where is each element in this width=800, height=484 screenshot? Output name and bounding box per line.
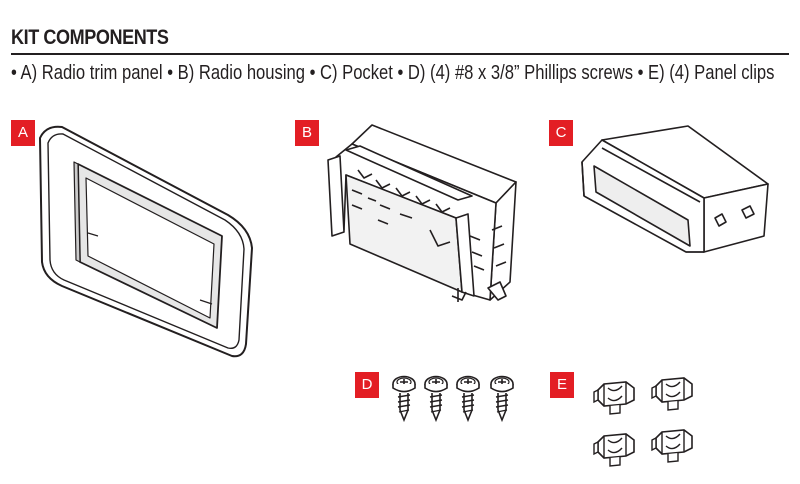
pocket-icon xyxy=(581,125,769,253)
screw-icon xyxy=(392,375,514,421)
page-title: KIT COMPONENTS xyxy=(11,26,169,49)
panel-clip-icon xyxy=(593,377,693,467)
radio-trim-panel-icon xyxy=(39,125,253,358)
radio-housing-icon xyxy=(327,124,517,302)
label-b-badge: B xyxy=(295,120,319,146)
label-a-badge: A xyxy=(11,120,35,146)
label-d-badge: D xyxy=(355,372,379,398)
label-c-badge: C xyxy=(549,120,573,146)
label-e-badge: E xyxy=(550,372,574,398)
components-list: • A) Radio trim panel • B) Radio housing… xyxy=(11,62,775,84)
title-divider xyxy=(11,53,789,55)
